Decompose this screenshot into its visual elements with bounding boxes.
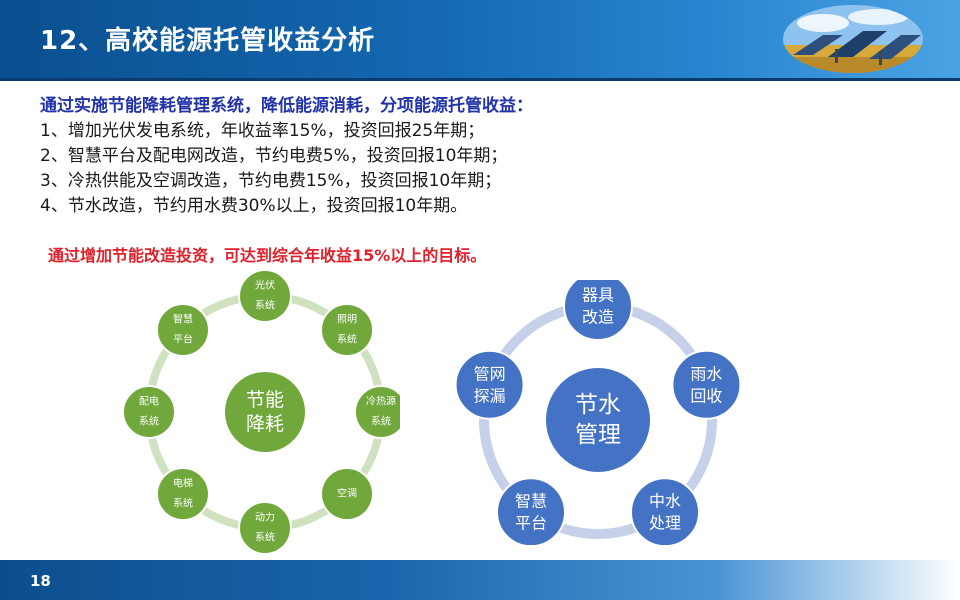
footer-bar xyxy=(0,560,960,600)
intro-lead: 通过实施节能降耗管理系统，降低能源消耗，分项能源托管收益： xyxy=(40,96,533,116)
cycle-node xyxy=(496,477,566,545)
cycle-node xyxy=(122,385,176,439)
intro-item: 3、冷热供能及空调改造，节约电费15%，投资回报10年期； xyxy=(40,171,502,191)
goal-statement: 通过增加节能改造投资，可达到综合年收益15%以上的目标。 xyxy=(48,246,487,265)
cycle-node-label: 雨水 xyxy=(690,364,722,383)
center-node-label: 节能 xyxy=(246,389,284,411)
slide-title: 12、高校能源托管收益分析 xyxy=(40,26,376,56)
cycle-node xyxy=(563,280,633,341)
cycle-node xyxy=(320,467,375,522)
cycle-node-label: 系统 xyxy=(139,415,159,428)
cycle-node xyxy=(238,270,292,323)
cycle-node-label: 系统 xyxy=(255,531,275,544)
cycle-node-label: 改造 xyxy=(582,308,614,327)
cycle-node-label: 系统 xyxy=(173,497,193,510)
page-number: 18 xyxy=(30,572,51,590)
cycle-node-label: 探漏 xyxy=(474,386,506,405)
cycle-node-label: 平台 xyxy=(173,332,193,345)
cycle-node-label: 处理 xyxy=(649,514,681,533)
cycle-node xyxy=(155,467,210,522)
cycle-node-label: 冷热源 xyxy=(366,395,396,408)
center-node-label: 管理 xyxy=(575,422,621,448)
solar-panel-photo-icon xyxy=(783,5,923,73)
intro-item: 2、智慧平台及配电网改造，节约电费5%，投资回报10年期； xyxy=(40,146,508,166)
cycle-node xyxy=(320,302,375,357)
cycle-node-label: 空调 xyxy=(337,487,357,500)
intro-item: 1、增加光伏发电系统，年收益率15%，投资回报25年期； xyxy=(40,121,485,141)
cycle-node xyxy=(238,501,292,555)
cycle-node xyxy=(354,385,400,439)
header-divider xyxy=(0,78,960,81)
cycle-node-label: 智慧 xyxy=(515,492,547,511)
cycle-node-label: 系统 xyxy=(255,299,275,312)
center-node xyxy=(546,368,650,472)
cycle-node-label: 系统 xyxy=(337,332,357,345)
cycle-node xyxy=(454,349,525,420)
cycle-node-label: 配电 xyxy=(139,395,159,408)
cycle-node-label: 光伏 xyxy=(255,279,275,292)
cycle-node-label: 管网 xyxy=(474,364,506,383)
center-node xyxy=(225,372,305,452)
intro-item: 4、节水改造，节约用水费30%以上，投资回报10年期。 xyxy=(40,196,468,216)
cycle-node-label: 动力 xyxy=(255,511,275,524)
cycle-node-label: 平台 xyxy=(515,514,547,533)
cycle-node-label: 中水 xyxy=(649,492,681,511)
intro-text: 通过实施节能降耗管理系统，降低能源消耗，分项能源托管收益： 1、增加光伏发电系统… xyxy=(40,94,920,219)
cycle-node-label: 电梯 xyxy=(173,477,193,490)
cycle-node-label: 系统 xyxy=(371,415,391,428)
center-node-label: 节水 xyxy=(575,392,621,418)
cycle-node xyxy=(630,477,700,545)
cycle-node-label: 照明 xyxy=(337,313,357,325)
cycle-node xyxy=(671,349,742,420)
center-node-label: 降耗 xyxy=(246,413,284,435)
cycle-node xyxy=(155,302,210,357)
cycle-node-label: 器具 xyxy=(582,286,614,305)
cycle-node-label: 智慧 xyxy=(173,312,193,325)
cycle-node-label: 回收 xyxy=(690,386,722,405)
